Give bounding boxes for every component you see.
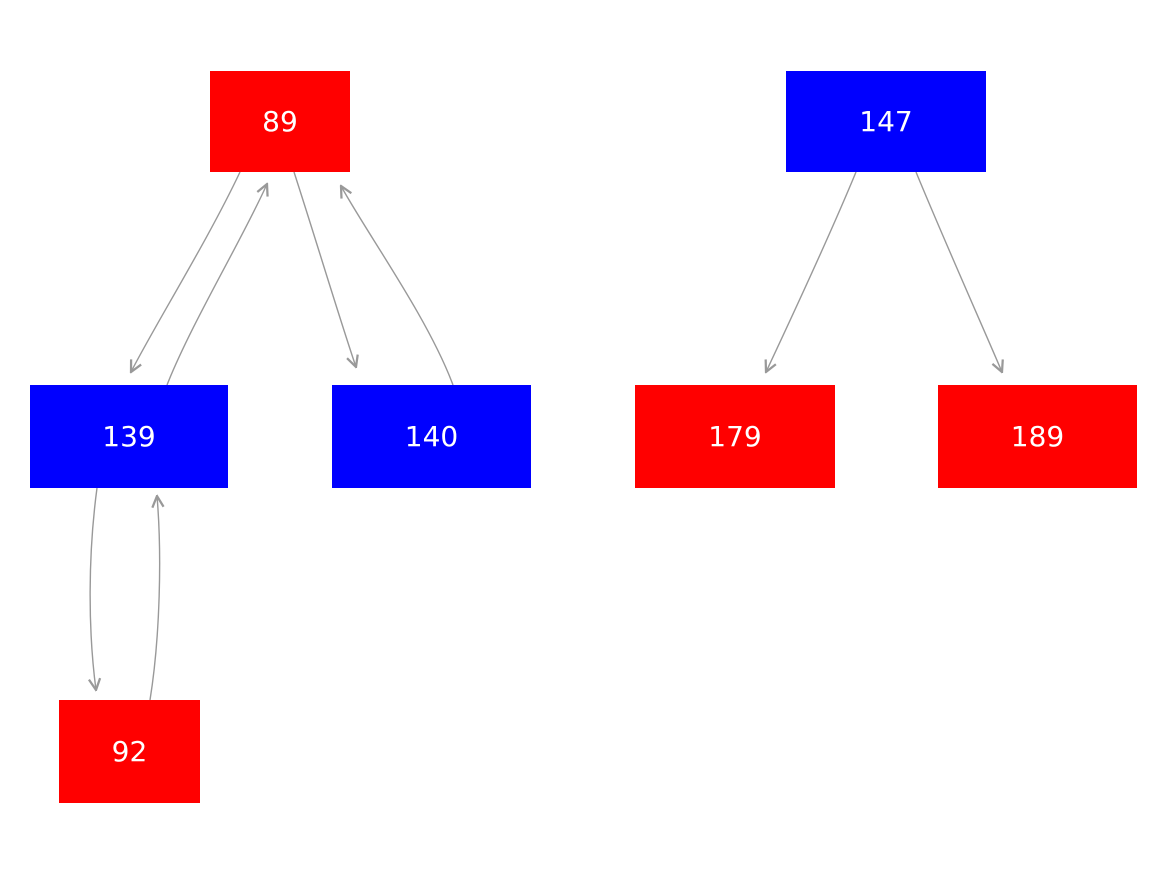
tree-node-147: 147 [786,71,986,172]
edge-140-to-89 [341,186,454,386]
tree-node-179: 179 [635,385,835,488]
edge-89-to-139 [131,171,241,372]
node-label: 92 [111,735,148,768]
node-label: 140 [404,420,459,453]
node-label: 139 [102,420,156,453]
tree-node-139: 139 [30,385,228,488]
edge-139-to-89 [166,184,267,386]
node-label: 179 [708,420,762,453]
tree-node-189: 189 [938,385,1137,488]
edge-89-to-140 [293,171,356,367]
node-label: 189 [1010,420,1065,453]
edge-92-to-139 [149,496,160,701]
node-label: 147 [859,105,913,138]
tree-node-89: 89 [210,71,350,172]
edge-139-to-92 [90,487,97,690]
tree-node-140: 140 [332,385,531,488]
tree-node-92: 92 [59,700,200,803]
edge-147-to-179 [766,171,857,372]
edge-147-to-189 [915,171,1002,372]
node-label: 89 [262,105,298,138]
